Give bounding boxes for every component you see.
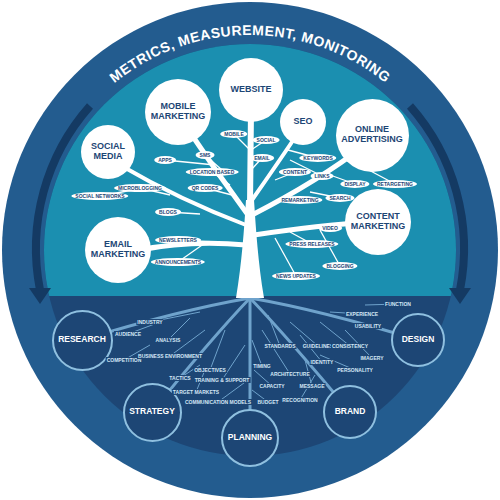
root-label: TARGET MARKETS [172, 389, 220, 395]
root-label: COMMUNICATION MODELS [184, 399, 252, 405]
leaf-label: SOCIAL NETWORKS [71, 192, 128, 200]
leaf-label: CONTENT [279, 168, 311, 176]
arrow-head [29, 288, 51, 304]
leaf-label: ANNOUNCEMENTS [151, 258, 205, 266]
root-line [222, 345, 245, 380]
circle-label: EMAIL MARKETING [91, 240, 146, 260]
root-label: STANDARDS [263, 343, 296, 349]
channel-circle: ONLINE ADVERTISING [336, 99, 409, 172]
root-label: BUSINESS ENVIRONMENT [137, 353, 203, 359]
circle-label: DESIGN [402, 335, 435, 344]
circle-label: ONLINE ADVERTISING [341, 125, 403, 145]
arrow-head [449, 288, 471, 304]
leaf-label: MICROBLOGGING [114, 184, 166, 192]
root-label: FUNCTION [384, 301, 412, 307]
root-label: CONSISTENCY [331, 343, 369, 349]
leaf-label: VIDEO [318, 224, 342, 232]
leaf-label: NEWS UPDATES [272, 272, 320, 280]
twig [320, 230, 340, 266]
leaf-label: LINKS [311, 172, 334, 180]
circle-label: CONTENT MARKETING [351, 212, 406, 232]
leaf-label: SOCIAL [253, 136, 280, 144]
foundation-circle: PLANNING [221, 409, 279, 467]
root-label: CAPACITY [258, 383, 285, 389]
root-label: PERSONALITY [336, 367, 374, 373]
leaf-label: NEWSLETTERS [155, 236, 201, 244]
channel-circle: SEO [280, 99, 326, 145]
root-label: ANALYSIS [155, 337, 182, 343]
foundation-circle: BRAND [323, 385, 377, 439]
leaf-label: KEYWORDS [299, 154, 336, 162]
root-label: INDUSTRY [136, 319, 163, 325]
root-label: RECOGNITION [281, 397, 318, 403]
sky [44, 44, 456, 296]
circle-label: RESEARCH [58, 335, 106, 344]
leaf-label: LOCATION BASED [186, 168, 239, 176]
channel-circle: SOCIAL MEDIA [81, 125, 135, 179]
leaf-label: REMARKETING [277, 196, 322, 204]
root-label: IMAGERY [359, 355, 384, 361]
leaf-label: APPS [154, 156, 176, 164]
circle-label: STRATEGY [129, 407, 175, 416]
circle-label: SOCIAL MEDIA [91, 142, 125, 162]
channel-circle: EMAIL MARKETING [85, 217, 151, 283]
channel-circle: MOBILE MARKETING [145, 79, 211, 145]
root-label: MESSAGE [298, 383, 325, 389]
root-label: TACTICS [168, 375, 191, 381]
channel-circle: CONTENT MARKETING [345, 189, 411, 255]
root-label: OBJECTIVES [193, 367, 227, 373]
root-label: EXPERIENCE [345, 311, 379, 317]
leaf-label: DISPLAY [340, 180, 369, 188]
root-line [210, 330, 225, 370]
leaf-label: PRESS RELEASES [285, 240, 338, 248]
circle-label: MOBILE MARKETING [151, 102, 206, 122]
channel-circle: WEBSITE [219, 58, 283, 122]
leaf-label: BLOGGING [322, 262, 357, 270]
leaf-label: MOBILE [220, 130, 247, 138]
root-label: TIMING [252, 363, 272, 369]
leaf-label: QR CODES [188, 184, 223, 192]
foundation-circle: DESIGN [391, 313, 445, 367]
leaf-label: RETARGETING [373, 180, 417, 188]
root-label: IDENTITY [310, 359, 335, 365]
circle-label: WEBSITE [230, 85, 271, 95]
root-label: AUDIENCE [114, 331, 142, 337]
leaf-label: EMAIL [250, 154, 274, 162]
circle-label: SEO [293, 117, 312, 127]
foundation-circle: RESEARCH [52, 310, 113, 371]
root-label: USABILITY [354, 323, 382, 329]
root-label: GUIDELINES [302, 343, 335, 349]
circle-label: BRAND [335, 407, 366, 416]
root-line [268, 315, 280, 346]
leaf-label: BLOGS [155, 208, 181, 216]
root-label: BUDGET [256, 399, 279, 405]
leaf-label: SMS [196, 151, 215, 159]
leaf-label: SEARCH [325, 194, 354, 202]
circle-label: PLANNING [228, 433, 272, 442]
root-label: TRAINING & SUPPORT [194, 377, 251, 383]
ground [44, 44, 456, 456]
root-label: ARCHITECTURE [269, 371, 310, 377]
